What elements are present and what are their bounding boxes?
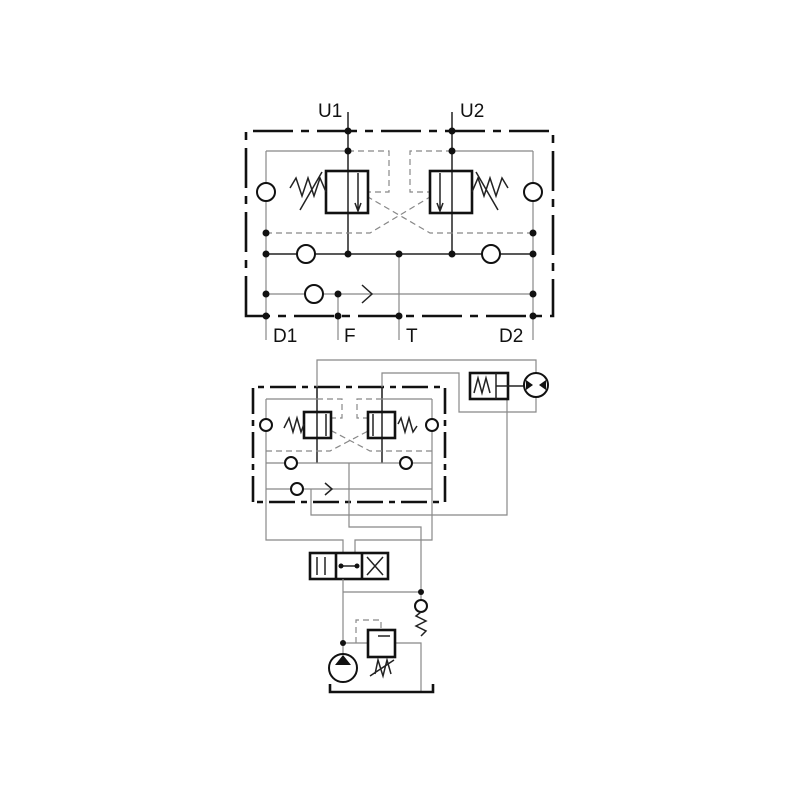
check-valve-icon — [290, 482, 304, 496]
spring-icon — [283, 415, 418, 435]
pilot-lines — [348, 150, 452, 193]
port-label-u2: U2 — [460, 101, 484, 122]
port-label-d2: D2 — [499, 326, 523, 347]
port-label-u1: U1 — [318, 101, 342, 122]
check-valve-icon — [523, 182, 543, 202]
check-valve-icon — [425, 418, 439, 432]
chevron-icon — [324, 482, 334, 496]
pilot-lines-small — [266, 398, 432, 452]
port-label-t: T — [406, 326, 418, 347]
pressure-valve-right — [428, 169, 509, 215]
u-lines-small — [316, 387, 383, 463]
directional-valve-icon — [308, 551, 390, 581]
relief-valve-icon — [355, 619, 397, 679]
check-valve-icon — [304, 284, 324, 304]
check-valve-icon — [259, 418, 273, 432]
u-port-lines — [347, 112, 453, 254]
actuator-lines — [316, 359, 537, 413]
spring-icon — [414, 611, 428, 637]
check-valve-icon — [256, 182, 276, 202]
check-valve-icon — [414, 599, 428, 613]
check-valve-icon — [399, 456, 413, 470]
d-lines-small — [265, 398, 433, 553]
return-lines-small — [266, 399, 508, 592]
check-valve-icon — [296, 244, 316, 264]
check-valve-icon — [284, 456, 298, 470]
check-valve-icon — [481, 244, 501, 264]
cross-pilot-lines — [266, 196, 533, 234]
chevron-icon — [361, 284, 374, 304]
pressure-valve-left — [289, 169, 370, 215]
hydraulic-circuit — [251, 359, 549, 694]
port-label-f: F — [344, 326, 356, 347]
motor-icon — [523, 372, 549, 398]
block-frame — [244, 129, 555, 318]
cylinder-icon — [468, 371, 524, 401]
valve-block-detail: U1 U2 D1 F T D2 — [244, 101, 555, 347]
port-label-d1: D1 — [273, 326, 297, 347]
tank-icon — [328, 684, 435, 694]
block-frame-small — [251, 385, 447, 504]
junction-dots — [262, 127, 537, 320]
pump-icon — [328, 653, 358, 683]
pressure-valve-right-small — [366, 410, 397, 440]
